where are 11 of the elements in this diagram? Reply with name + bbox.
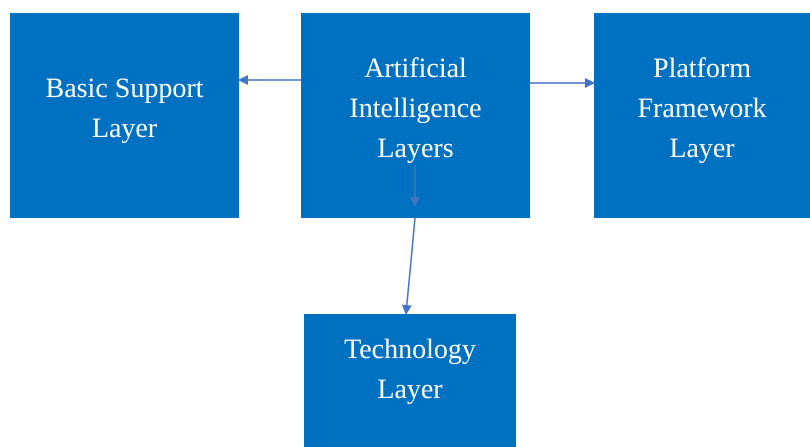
arrow xyxy=(238,75,301,85)
layer-box xyxy=(304,314,516,447)
layer-box xyxy=(10,13,239,218)
layer-label: Basic Support Layer xyxy=(44,72,204,146)
arrow xyxy=(402,218,416,315)
layer-label: Artificial Intelligence Layers xyxy=(348,52,483,166)
layer-label: Platform Framework Layer xyxy=(636,52,768,166)
layer-label: Technology Layer xyxy=(343,333,477,407)
layer-box xyxy=(301,13,530,218)
arrow xyxy=(530,78,595,88)
layer-box xyxy=(594,13,810,218)
